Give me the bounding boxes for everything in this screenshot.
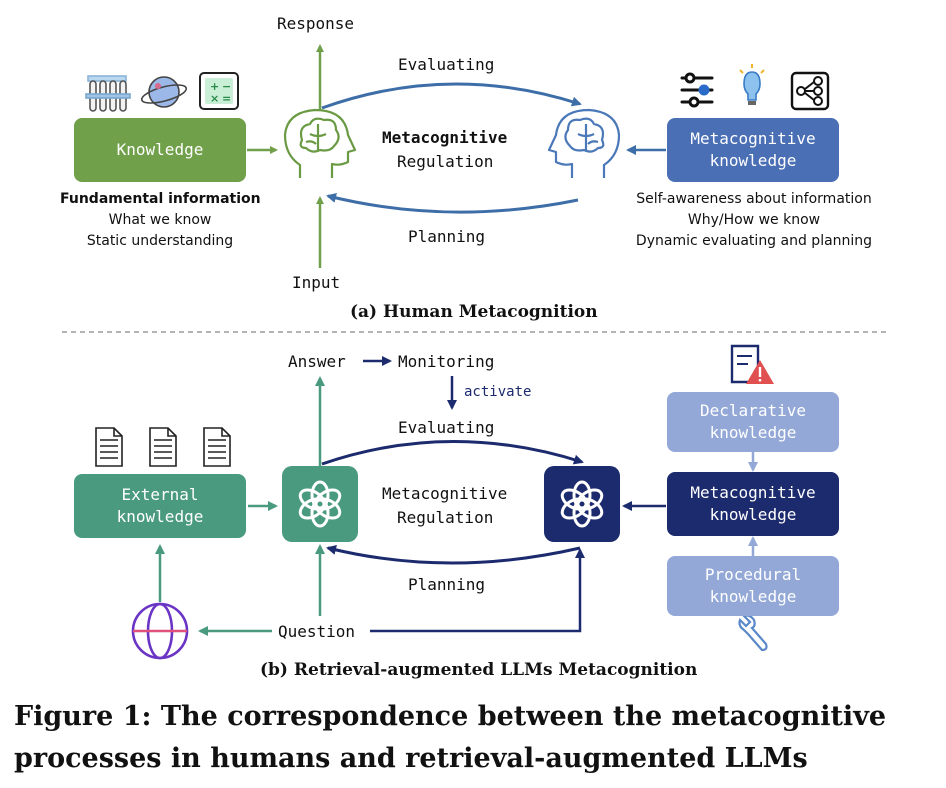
external-line1: External	[121, 485, 199, 504]
declarative-line2: knowledge	[709, 423, 797, 442]
svg-text:×: ×	[210, 92, 219, 105]
figure-caption-line1: Figure 1: The correspondence between the…	[14, 701, 887, 732]
document-icon	[203, 427, 231, 467]
procedural-line1: Procedural	[704, 565, 802, 584]
center-label-a-line1: Metacognitive	[382, 128, 508, 147]
question-meta-arrow	[370, 548, 585, 633]
answer-label: Answer	[288, 352, 346, 371]
external-line2: knowledge	[116, 507, 204, 526]
openai-logo-icon	[560, 480, 604, 528]
human-brain-icon-right	[547, 108, 621, 178]
figure-caption-line2: processes in humans and retrieval-augmen…	[14, 743, 808, 774]
knowledge-box-label: Knowledge	[116, 140, 204, 159]
meta-box-a-line2: knowledge	[709, 151, 797, 170]
monitoring-label: Monitoring	[398, 352, 495, 371]
meta-box-b-line1: Metacognitive	[690, 483, 816, 502]
test-tubes-icon	[85, 75, 131, 112]
planning-label-b: Planning	[408, 575, 486, 594]
planet-icon	[140, 76, 188, 108]
openai-logo-icon	[298, 480, 342, 528]
knowledge-desc-line1: Fundamental information	[60, 191, 261, 207]
procedural-knowledge-box: Procedural knowledge	[667, 556, 839, 616]
evaluating-arc-b	[321, 440, 584, 466]
globe-icon	[131, 602, 189, 660]
center-label-b-line1: Metacognitive	[382, 484, 508, 503]
document-warning-icon	[730, 344, 774, 384]
meta-box-a-line1: Metacognitive	[690, 129, 816, 148]
response-label: Response	[277, 14, 355, 33]
lightbulb-icon	[739, 64, 765, 105]
metacognitive-knowledge-box-a: Metacognitive knowledge	[667, 118, 839, 182]
metacognitive-knowledge-box-b: Metacognitive knowledge	[667, 472, 839, 536]
wrench-icon	[738, 614, 768, 652]
evaluating-label-b: Evaluating	[398, 418, 495, 437]
knowledge-desc-line3: Static understanding	[86, 233, 234, 249]
declarative-line1: Declarative	[700, 401, 806, 420]
evaluating-arc-a	[321, 82, 582, 110]
center-label-b-line2: Regulation	[397, 508, 494, 527]
declarative-knowledge-box: Declarative knowledge	[667, 392, 839, 452]
human-brain-icon-left	[283, 108, 357, 178]
caption-b: (b) Retrieval-augmented LLMs Metacogniti…	[260, 660, 698, 680]
planning-label-a: Planning	[408, 227, 486, 246]
meta-knowledge-description: Self-awareness about information Why/How…	[628, 189, 880, 252]
caption-a: (a) Human Metacognition	[350, 302, 598, 322]
meta-box-b-line2: knowledge	[709, 505, 797, 524]
document-icon	[95, 427, 123, 467]
svg-text:+: +	[210, 80, 219, 93]
calculator-icon: + − × =	[199, 72, 239, 110]
knowledge-description: Fundamental information What we know Sta…	[60, 189, 261, 252]
sliders-icon	[680, 72, 714, 108]
knowledge-box: Knowledge	[74, 118, 246, 182]
meta-desc-line3: Dynamic evaluating and planning	[635, 233, 873, 249]
svg-text:=: =	[222, 92, 231, 105]
document-icon	[149, 427, 177, 467]
meta-desc-line1: Self-awareness about information	[636, 191, 872, 207]
planning-arc-a	[326, 193, 579, 214]
procedural-line2: knowledge	[709, 587, 797, 606]
external-knowledge-box: External knowledge	[74, 474, 246, 538]
meta-desc-line2: Why/How we know	[687, 212, 821, 228]
svg-text:−: −	[222, 80, 231, 93]
knowledge-desc-line2: What we know	[108, 212, 212, 228]
activate-label: activate	[464, 384, 532, 400]
llm-tile-right	[544, 466, 620, 542]
question-label: Question	[278, 622, 356, 641]
center-label-a-line2: Regulation	[397, 152, 494, 171]
planning-arc-b	[326, 545, 581, 565]
input-label: Input	[292, 273, 341, 292]
share-network-icon	[790, 71, 830, 111]
llm-tile-left	[282, 466, 358, 542]
evaluating-label-a: Evaluating	[398, 55, 495, 74]
